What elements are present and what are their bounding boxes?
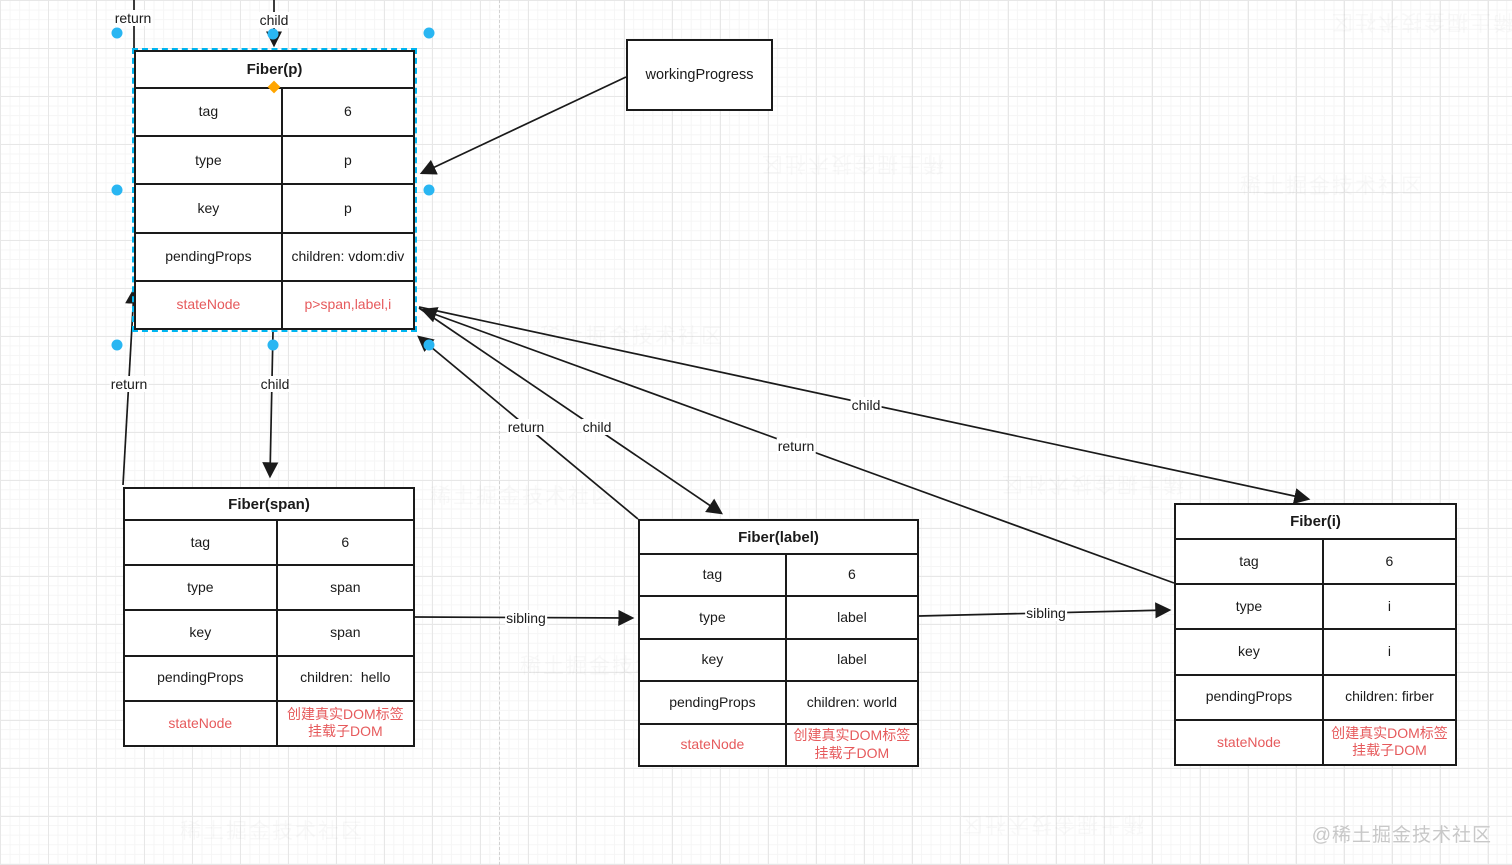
table-cell-value: i — [1387, 643, 1391, 660]
table-cell-key: tag — [1176, 540, 1324, 584]
table-row: tag 6 — [1176, 538, 1455, 584]
table-cell-value: 6 — [341, 533, 350, 550]
table-cell-key: pendingProps — [136, 233, 283, 280]
table-cell-value: label — [837, 608, 867, 625]
fiber-i-table[interactable]: Fiber(i) tag 6 type i key i pendingProps… — [1174, 503, 1457, 766]
edge-child-p-to-span[interactable] — [262, 330, 279, 479]
working-progress-label: workingProgress — [645, 67, 754, 83]
table-cell-value: 6 — [343, 103, 352, 120]
table-cell-key: stateNode — [640, 724, 787, 766]
table-row: pendingProps children: vdom:div — [136, 231, 413, 280]
table-row: type span — [125, 564, 413, 610]
table-row: key label — [640, 637, 917, 681]
table-cell-value: 创建真实DOM标签 挂载子DOM — [286, 705, 408, 740]
table-row: pendingProps children: firber — [1176, 673, 1455, 719]
table-row: key p — [136, 183, 413, 232]
table-row: type label — [640, 595, 917, 638]
table-cell-value: children: hello — [300, 669, 391, 686]
selection-handle-bottom-left[interactable] — [111, 339, 123, 351]
selection-handle-top-center[interactable] — [267, 28, 279, 40]
table-row: key i — [1176, 628, 1455, 674]
edge-label-return[interactable]: return — [113, 10, 153, 26]
edge-label-return[interactable]: return — [776, 438, 816, 454]
ghost-watermark: 稀土掘金技术社区 — [180, 820, 364, 843]
table-cell-value: label — [837, 651, 867, 668]
table-cell-value: p>span,label,i — [304, 296, 392, 313]
table-title: Fiber(p) — [246, 61, 303, 78]
selection-handle-middle-right[interactable] — [423, 184, 435, 196]
table-title: Fiber(label) — [738, 528, 819, 546]
table-row: key span — [125, 609, 413, 655]
edge-label-child[interactable]: child — [850, 397, 882, 413]
table-cell-key: type — [125, 566, 278, 610]
edge-label-child[interactable]: child — [259, 376, 291, 392]
table-cell-key: stateNode — [136, 281, 283, 329]
table-cell-key: tag — [640, 555, 787, 596]
table-cell-value: children: world — [806, 693, 898, 710]
edge-workingprogress-to-p[interactable] — [419, 76, 627, 175]
ghost-watermark: 稀土掘金技术社区 — [1240, 175, 1424, 198]
table-cell-key: key — [1176, 630, 1324, 674]
table-cell-key: key — [125, 611, 278, 655]
table-row: type p — [136, 135, 413, 184]
table-cell-key: pendingProps — [1176, 675, 1324, 719]
table-row-statenode: stateNode 创建真实DOM标签 挂载子DOM — [1176, 718, 1455, 765]
table-cell-value: 6 — [847, 566, 856, 583]
table-cell-value: p — [343, 151, 352, 168]
table-row: tag 6 — [640, 553, 917, 596]
table-cell-value: span — [330, 624, 361, 641]
table-cell-key: type — [640, 597, 787, 638]
table-row-statenode: stateNode 创建真实DOM标签 挂载子DOM — [125, 699, 413, 746]
table-title: Fiber(span) — [228, 495, 310, 513]
table-row-statenode: stateNode p>span,label,i — [136, 279, 413, 329]
edge-label-child[interactable]: child — [581, 419, 613, 435]
table-title: Fiber(i) — [1290, 513, 1341, 530]
table-cell-key: stateNode — [125, 701, 278, 746]
table-cell-key: key — [640, 639, 787, 681]
table-cell-key: pendingProps — [640, 682, 787, 723]
table-cell-key: key — [136, 185, 283, 232]
table-cell-value: p — [343, 199, 352, 216]
selection-handle-top-right[interactable] — [423, 27, 435, 39]
working-progress-box[interactable]: workingProgress — [626, 39, 773, 111]
table-cell-value: span — [330, 579, 361, 596]
table-row: tag 6 — [125, 519, 413, 565]
fiber-p-table[interactable]: Fiber(p) tag 6 type p key p pendingProps… — [134, 50, 415, 330]
selection-handle-bottom-right[interactable] — [423, 339, 435, 351]
table-cell-key: tag — [136, 89, 283, 136]
selection-outline[interactable] — [132, 48, 417, 332]
table-cell-value: children: firber — [1345, 688, 1434, 705]
edge-label-return[interactable]: return — [109, 376, 149, 392]
table-cell-key: stateNode — [1176, 720, 1324, 765]
edge-label-child[interactable]: child — [258, 12, 290, 28]
table-cell-value: 6 — [1385, 552, 1394, 569]
table-cell-value: 创建真实DOM标签 挂载子DOM — [1331, 724, 1452, 759]
page-break-divider — [499, 0, 500, 865]
table-cell-key: pendingProps — [125, 656, 278, 700]
table-cell-key: type — [1176, 585, 1324, 629]
selection-handle-top-left[interactable] — [111, 27, 123, 39]
table-row-statenode: stateNode 创建真实DOM标签 挂载子DOM — [640, 722, 917, 766]
table-cell-key: type — [136, 137, 283, 184]
edge-label-sibling[interactable]: sibling — [1025, 605, 1067, 621]
table-cell-value: children: vdom:div — [291, 247, 405, 264]
ghost-watermark: 稀土掘金技术社区 — [430, 485, 614, 508]
selection-handle-middle-left[interactable] — [111, 184, 123, 196]
table-row: pendingProps children: world — [640, 680, 917, 723]
table-row: type i — [1176, 583, 1455, 629]
site-watermark: @稀土掘金技术社区 — [1311, 825, 1492, 846]
fiber-span-table[interactable]: Fiber(span) tag 6 type span key span pen… — [123, 487, 415, 747]
edge-child-p-to-label[interactable] — [418, 307, 724, 515]
selection-handle-bottom-center[interactable] — [267, 339, 279, 351]
table-cell-value: i — [1387, 598, 1391, 615]
fiber-label-table[interactable]: Fiber(label) tag 6 type label key label … — [638, 519, 919, 767]
table-cell-key: tag — [125, 521, 278, 565]
table-cell-value: 创建真实DOM标签 挂载子DOM — [793, 727, 915, 761]
edge-label-sibling[interactable]: sibling — [505, 610, 547, 626]
table-row: pendingProps children: hello — [125, 654, 413, 700]
edge-label-return[interactable]: return — [506, 419, 546, 435]
